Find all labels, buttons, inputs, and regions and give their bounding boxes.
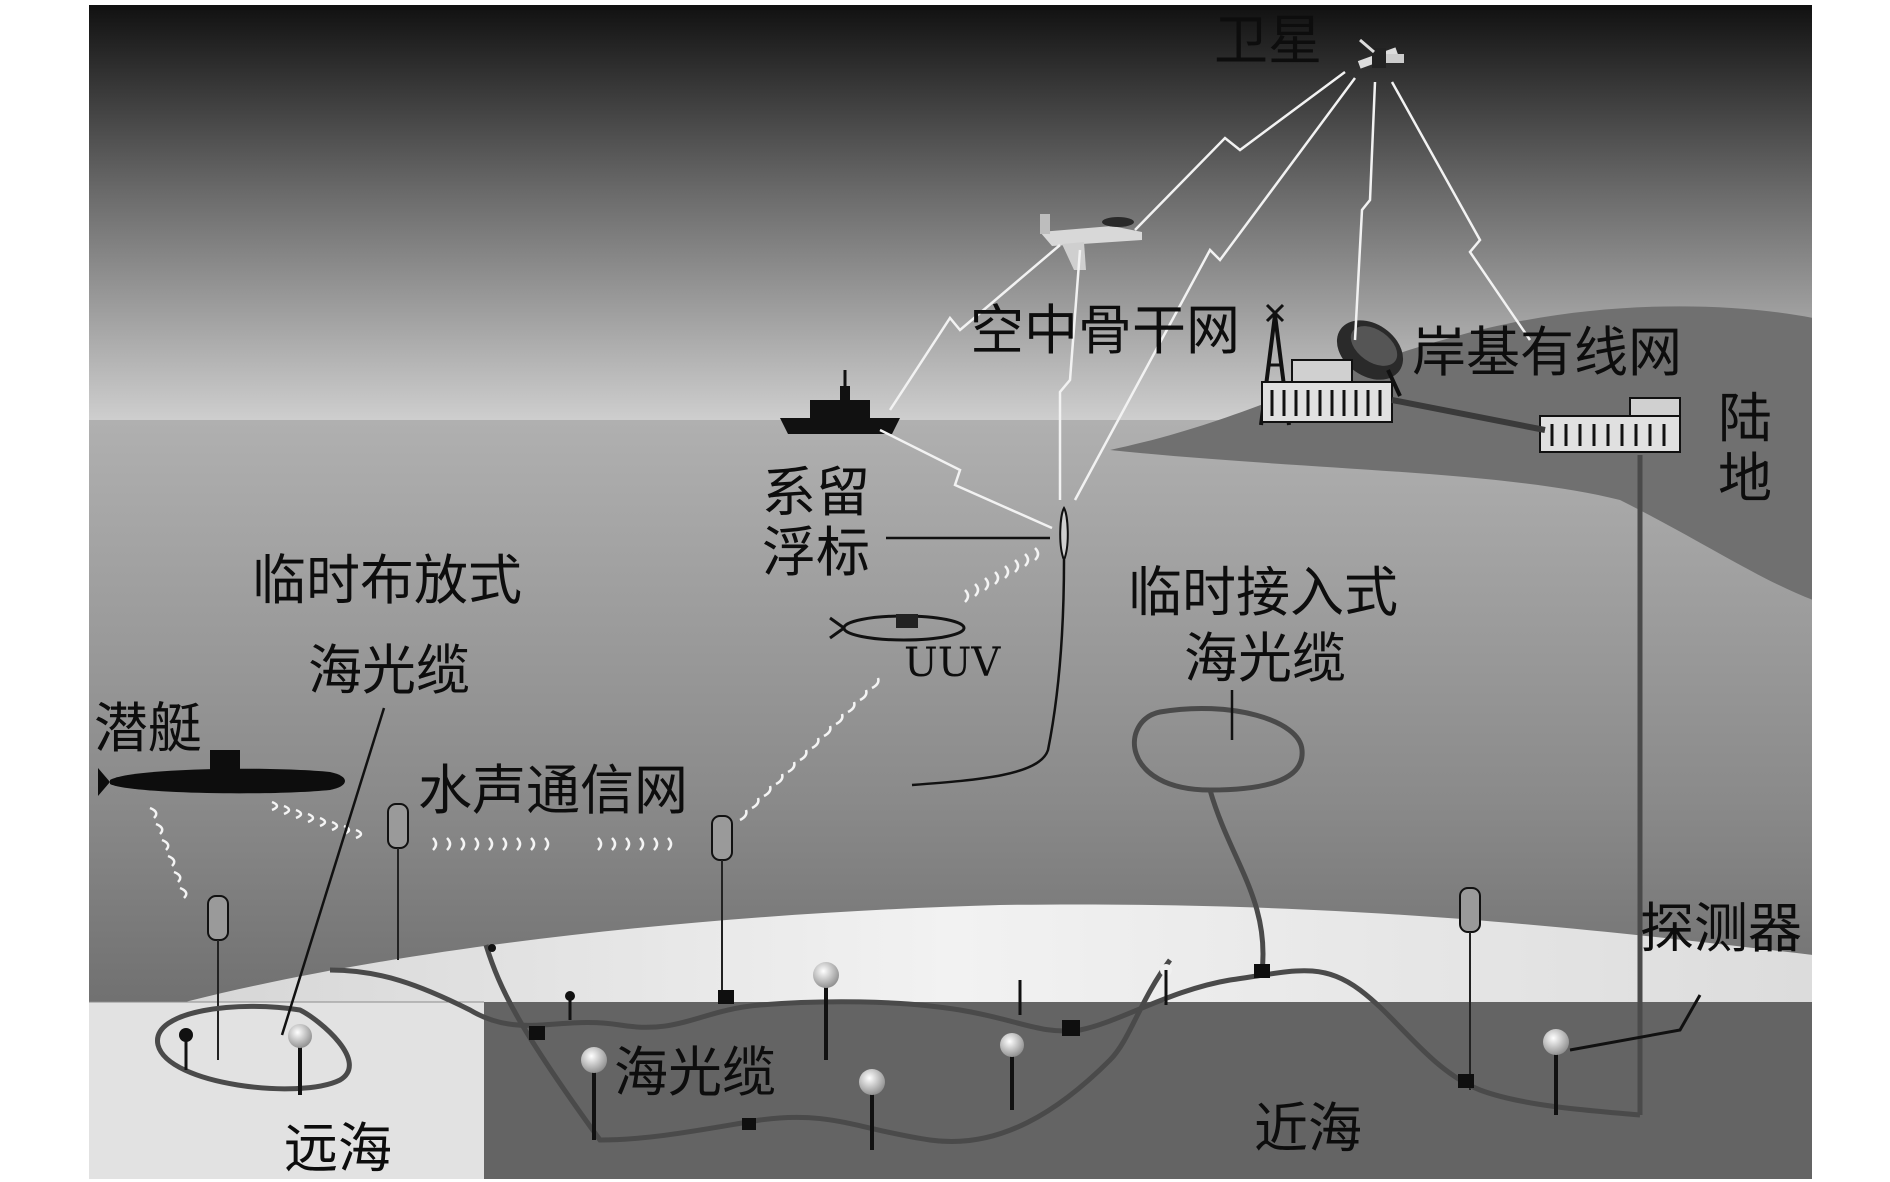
- label-land-line1: 陆: [1718, 388, 1772, 450]
- label-moored-buoy-line2: 浮标: [762, 522, 870, 584]
- label-detector: 探测器: [1640, 898, 1802, 960]
- label-temp-deploy-line1: 临时布放式: [252, 550, 522, 612]
- label-temp-access-line1: 临时接入式: [1128, 562, 1398, 624]
- label-uuv: UUV: [904, 640, 1000, 686]
- label-acoustic-network: 水声通信网: [418, 760, 688, 822]
- label-far-sea: 远海: [284, 1118, 392, 1180]
- label-satellite: 卫星: [1214, 10, 1322, 72]
- label-air-backbone: 空中骨干网: [970, 300, 1240, 362]
- label-temp-deploy-line2: 海光缆: [308, 640, 470, 702]
- label-temp-access-line2: 海光缆: [1184, 628, 1346, 690]
- label-land-line2: 地: [1718, 448, 1772, 510]
- label-near-sea: 近海: [1254, 1098, 1362, 1160]
- label-submarine: 潜艇: [94, 698, 202, 760]
- label-sea-cable: 海光缆: [614, 1042, 776, 1104]
- label-moored-buoy-line1: 系留: [762, 462, 870, 524]
- label-shore-wired-network: 岸基有线网: [1412, 322, 1682, 384]
